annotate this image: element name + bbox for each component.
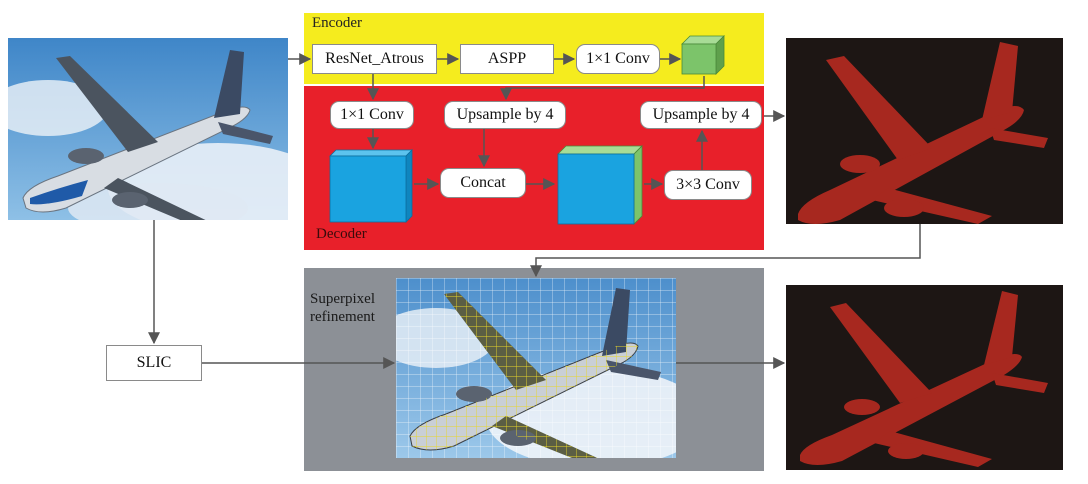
upsample-node-a: Upsample by 4 (444, 101, 566, 129)
input-airplane-photo (8, 38, 288, 220)
conv-3x3-node: 3×3 Conv (664, 170, 752, 200)
decoder-low-level-cube (329, 149, 413, 223)
refinement-label-line2: refinement (310, 309, 375, 325)
decoder-1x1-conv-node: 1×1 Conv (330, 101, 414, 129)
coarse-mask-output (786, 38, 1063, 224)
aspp-node: ASPP (460, 44, 554, 74)
slic-node: SLIC (106, 345, 202, 381)
concat-node: Concat (440, 168, 526, 198)
encoder-feature-cube (681, 35, 725, 75)
refined-mask-output (786, 285, 1063, 470)
resnet-atrous-node: ResNet_Atrous (312, 44, 437, 74)
superpixel-image (396, 278, 676, 458)
upsample-node-b: Upsample by 4 (640, 101, 762, 129)
encoder-1x1-conv-node: 1×1 Conv (576, 44, 660, 74)
refinement-label: Superpixel refinement (310, 290, 375, 326)
decoder-concat-cube (557, 145, 643, 225)
decoder-label: Decoder (316, 226, 367, 242)
refinement-label-line1: Superpixel (310, 291, 375, 307)
encoder-label: Encoder (312, 15, 362, 31)
